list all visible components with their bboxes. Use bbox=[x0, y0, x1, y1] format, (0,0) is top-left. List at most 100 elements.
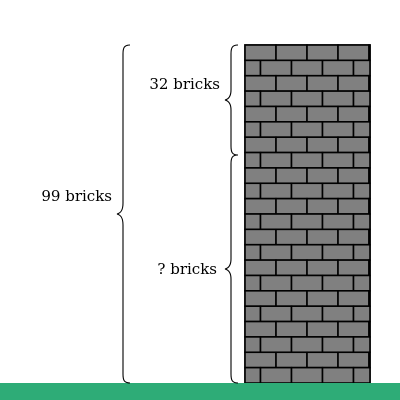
brick bbox=[306, 351, 339, 369]
brick bbox=[337, 44, 370, 62]
brick bbox=[290, 366, 324, 384]
brick bbox=[337, 167, 370, 185]
brick bbox=[368, 136, 371, 154]
brick bbox=[321, 274, 355, 292]
brick-wall bbox=[244, 44, 371, 384]
brick bbox=[290, 90, 324, 108]
brick bbox=[306, 105, 339, 123]
brick bbox=[244, 59, 262, 77]
brick bbox=[244, 351, 277, 369]
brick bbox=[352, 366, 371, 384]
brick bbox=[321, 151, 355, 169]
brick bbox=[321, 366, 355, 384]
brick bbox=[352, 243, 371, 261]
brick bbox=[244, 44, 277, 62]
brick bbox=[337, 136, 370, 154]
brick bbox=[244, 274, 262, 292]
brick bbox=[352, 121, 371, 138]
brick bbox=[337, 74, 370, 92]
brick bbox=[321, 90, 355, 108]
brick bbox=[244, 74, 277, 92]
brick bbox=[290, 305, 324, 323]
brick bbox=[321, 182, 355, 200]
brick bbox=[259, 366, 293, 384]
brick bbox=[244, 90, 262, 108]
brick bbox=[321, 213, 355, 231]
brick bbox=[321, 305, 355, 323]
brick bbox=[337, 290, 370, 307]
brick bbox=[306, 197, 339, 215]
brick bbox=[337, 351, 370, 369]
brick bbox=[290, 213, 324, 231]
brick bbox=[321, 59, 355, 77]
brick bbox=[259, 213, 293, 231]
brick bbox=[337, 320, 370, 338]
brick bbox=[244, 213, 262, 231]
brick bbox=[259, 182, 293, 200]
brick bbox=[259, 243, 293, 261]
brick bbox=[368, 44, 371, 62]
brick bbox=[306, 320, 339, 338]
brick bbox=[290, 336, 324, 354]
brick bbox=[275, 290, 308, 307]
brick bbox=[368, 290, 371, 307]
bottom-bricks-label: ? bricks bbox=[157, 260, 217, 278]
brick bbox=[275, 74, 308, 92]
brick bbox=[368, 228, 371, 246]
brick bbox=[244, 305, 262, 323]
brick bbox=[306, 74, 339, 92]
brick bbox=[259, 121, 293, 138]
top-brace bbox=[224, 44, 239, 156]
brick bbox=[275, 44, 308, 62]
brick bbox=[290, 121, 324, 138]
brick bbox=[368, 351, 371, 369]
total-brace bbox=[116, 44, 131, 384]
brick bbox=[244, 105, 277, 123]
brick bbox=[306, 290, 339, 307]
brick bbox=[290, 151, 324, 169]
brick bbox=[306, 136, 339, 154]
brick bbox=[321, 121, 355, 138]
brick bbox=[275, 320, 308, 338]
brick bbox=[337, 105, 370, 123]
brick bbox=[244, 243, 262, 261]
brick bbox=[368, 259, 371, 277]
brick bbox=[244, 366, 262, 384]
brick bbox=[290, 59, 324, 77]
top-bricks-label: 32 bricks bbox=[149, 75, 220, 93]
brick bbox=[244, 121, 262, 138]
brick bbox=[290, 182, 324, 200]
brick bbox=[337, 228, 370, 246]
brick bbox=[244, 136, 277, 154]
brick bbox=[275, 351, 308, 369]
brick bbox=[352, 305, 371, 323]
brick bbox=[306, 44, 339, 62]
total-bricks-label: 99 bricks bbox=[41, 187, 112, 205]
brick bbox=[352, 59, 371, 77]
brick bbox=[352, 274, 371, 292]
brick bbox=[244, 228, 277, 246]
brick bbox=[275, 228, 308, 246]
brick bbox=[368, 74, 371, 92]
bottom-brace bbox=[224, 154, 239, 384]
brick bbox=[244, 259, 277, 277]
brick bbox=[368, 105, 371, 123]
brick bbox=[259, 336, 293, 354]
brick bbox=[306, 167, 339, 185]
brick bbox=[275, 167, 308, 185]
brick bbox=[244, 320, 277, 338]
brick bbox=[244, 151, 262, 169]
brick bbox=[321, 336, 355, 354]
brick bbox=[244, 290, 277, 307]
brick bbox=[290, 274, 324, 292]
brick bbox=[244, 167, 277, 185]
brick bbox=[352, 182, 371, 200]
brick bbox=[368, 320, 371, 338]
brick bbox=[275, 259, 308, 277]
brick bbox=[259, 59, 293, 77]
brick bbox=[306, 228, 339, 246]
brick bbox=[244, 336, 262, 354]
brick bbox=[244, 182, 262, 200]
brick bbox=[290, 243, 324, 261]
